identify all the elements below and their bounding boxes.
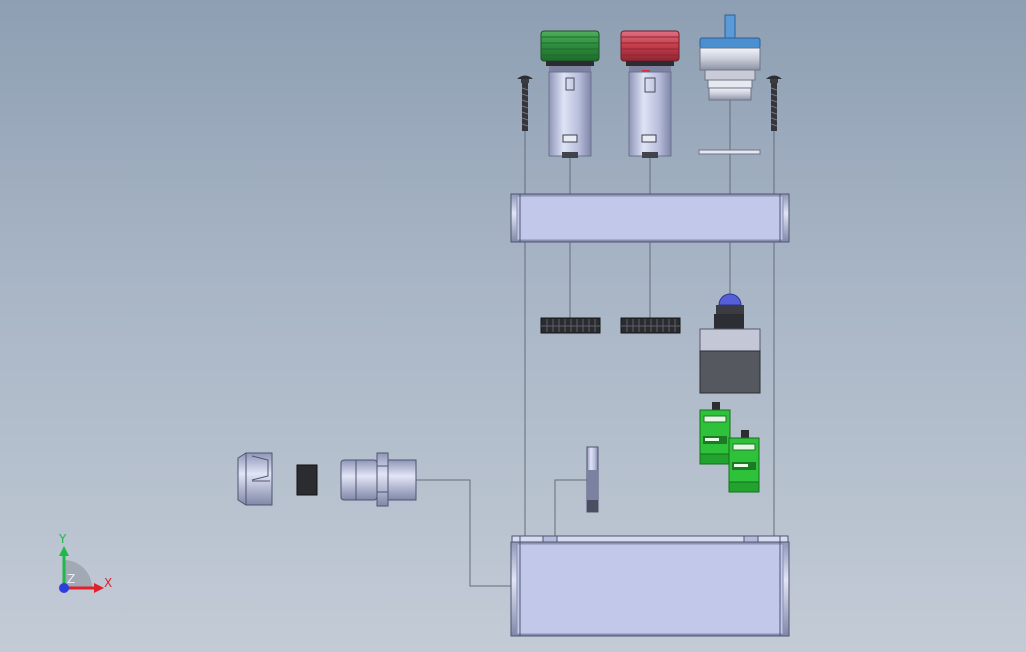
terminal-block-2[interactable] bbox=[728, 430, 760, 493]
lock-nut-2[interactable] bbox=[620, 317, 681, 334]
mounting-bracket[interactable] bbox=[586, 446, 599, 513]
y-axis-label: Y bbox=[58, 532, 67, 546]
z-axis-label: Z bbox=[67, 572, 75, 586]
mounting-screw-left[interactable] bbox=[517, 75, 533, 132]
switch-contact-block[interactable] bbox=[699, 293, 761, 394]
selector-knob[interactable] bbox=[699, 14, 761, 101]
z-axis-origin bbox=[59, 583, 69, 593]
terminal-block-1[interactable] bbox=[699, 402, 731, 465]
mounting-screw-right[interactable] bbox=[766, 75, 782, 132]
y-axis-arrowhead bbox=[59, 546, 69, 556]
green-push-button[interactable] bbox=[540, 30, 600, 158]
cable-gland-seal[interactable] bbox=[296, 464, 318, 496]
gasket-washer[interactable] bbox=[698, 149, 761, 155]
indicator-led bbox=[718, 293, 742, 306]
coordinate-triad[interactable]: Y X Z bbox=[58, 532, 112, 593]
red-push-button[interactable] bbox=[620, 30, 680, 158]
x-axis-arrowhead bbox=[94, 583, 104, 593]
enclosure-base[interactable] bbox=[510, 535, 790, 637]
x-axis-label: X bbox=[104, 576, 112, 590]
lock-nut-1[interactable] bbox=[540, 317, 601, 334]
enclosure-lid-panel[interactable] bbox=[510, 193, 790, 243]
cable-gland-cap-nut[interactable] bbox=[237, 452, 273, 506]
cable-gland-body[interactable] bbox=[340, 452, 417, 507]
